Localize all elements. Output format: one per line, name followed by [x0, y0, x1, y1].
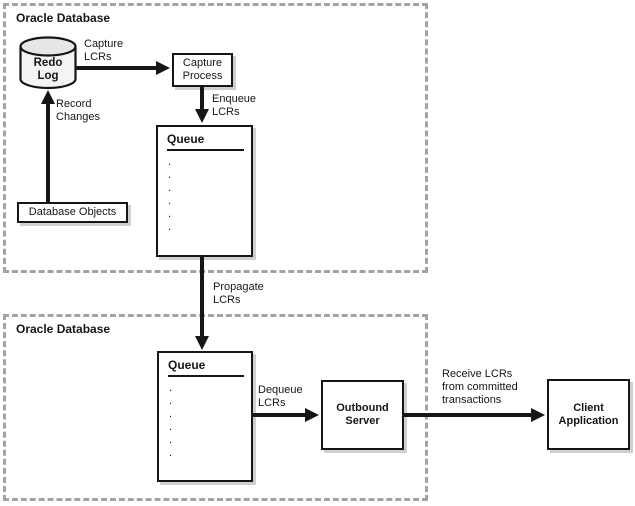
- queue-item: .: [168, 221, 172, 233]
- queue-1-rule: [167, 149, 244, 151]
- database-objects-label: Database Objects: [28, 206, 117, 218]
- receive-lcrs-arrow: [403, 413, 532, 417]
- database-objects-node: Database Objects: [17, 202, 128, 223]
- queue-1-node: Queue . . . . . .: [156, 125, 253, 257]
- propagate-lcrs-arrow: [200, 257, 204, 337]
- propagate-lcrs-label: Propagate LCRs: [213, 281, 264, 306]
- redo-log-cylinder-icon: [19, 36, 77, 90]
- queue-1-items: . . . . . .: [168, 156, 251, 234]
- outbound-server-node: Outbound Server: [321, 380, 404, 450]
- record-changes-arrow: [46, 102, 50, 203]
- receive-lcrs-arrowhead-icon: [531, 408, 545, 422]
- record-changes-label: Record Changes: [56, 98, 101, 123]
- capture-lcrs-label: Capture LCRs: [84, 38, 124, 63]
- dequeue-lcrs-arrowhead-icon: [305, 408, 319, 422]
- capture-process-node: Capture Process: [172, 53, 233, 87]
- record-changes-arrowhead-icon: [41, 90, 55, 104]
- oracle-database-1-container: Oracle Database: [3, 3, 428, 273]
- queue-item: .: [168, 156, 172, 168]
- queue-item: .: [169, 434, 173, 446]
- receive-lcrs-label: Receive LCRs from committed transactions: [442, 368, 518, 406]
- enqueue-lcrs-label: Enqueue LCRs: [212, 93, 257, 118]
- queue-1-title: Queue: [167, 132, 205, 146]
- queue-2-items: . . . . . .: [169, 382, 251, 460]
- dequeue-lcrs-arrow: [253, 413, 306, 417]
- client-application-label: Client Application: [558, 401, 619, 427]
- queue-item: .: [169, 408, 173, 420]
- outbound-server-label: Outbound Server: [336, 402, 389, 427]
- queue-2-node: Queue . . . . . .: [157, 351, 253, 482]
- queue-item: .: [169, 395, 173, 407]
- oracle-database-2-container: Oracle Database: [3, 314, 428, 501]
- oracle-database-2-label: Oracle Database: [16, 322, 111, 336]
- queue-2-rule: [168, 375, 244, 377]
- client-application-node: Client Application: [547, 379, 630, 450]
- enqueue-lcrs-arrowhead-icon: [195, 109, 209, 123]
- capture-process-label: Capture Process: [182, 57, 223, 82]
- queue-item: .: [168, 169, 172, 181]
- queue-item: .: [168, 195, 172, 207]
- queue-item: .: [169, 447, 173, 459]
- queue-item: .: [168, 208, 172, 220]
- queue-item: .: [169, 382, 173, 394]
- propagate-lcrs-arrowhead-icon: [195, 336, 209, 350]
- queue-2-title: Queue: [168, 358, 206, 372]
- oracle-database-1-label: Oracle Database: [16, 11, 111, 25]
- queue-item: .: [168, 182, 172, 194]
- capture-lcrs-arrowhead-icon: [156, 61, 170, 75]
- queue-item: .: [169, 421, 173, 433]
- redo-log-label: Redo Log: [33, 57, 63, 82]
- capture-lcrs-arrow: [76, 66, 157, 70]
- dequeue-lcrs-label: Dequeue LCRs: [258, 384, 303, 409]
- enqueue-lcrs-arrow: [200, 87, 204, 110]
